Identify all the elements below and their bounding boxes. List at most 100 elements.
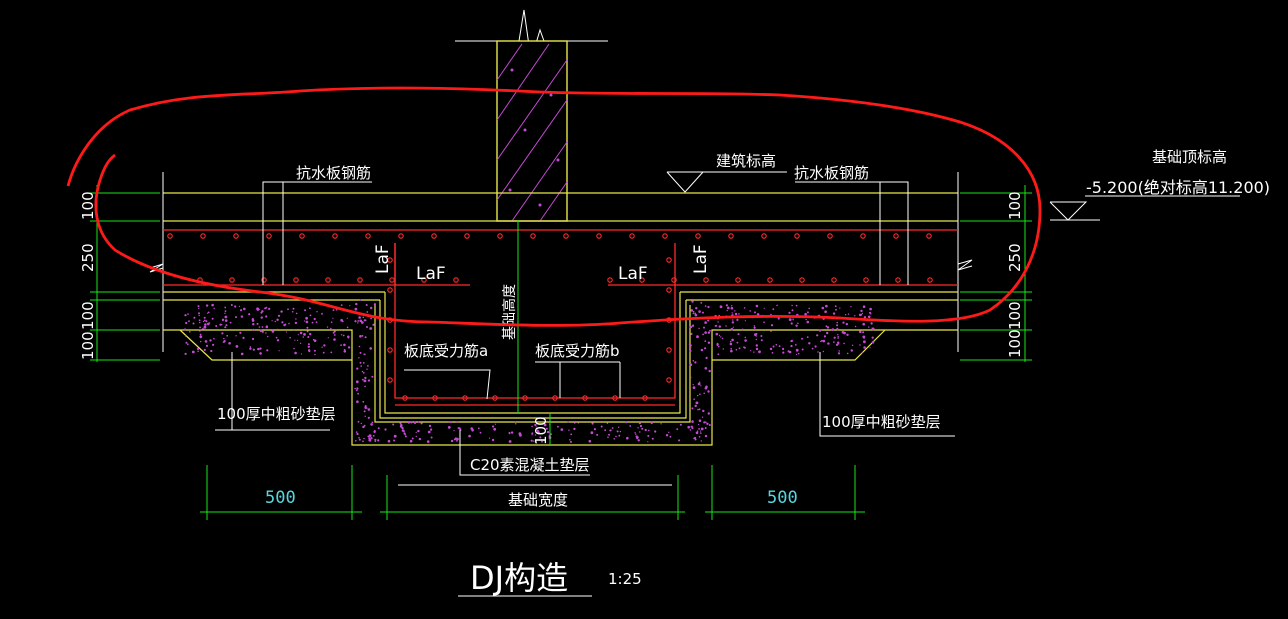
cushion-speckle [720,336,722,338]
cushion-speckle [700,440,702,442]
cushion-speckle [795,304,798,307]
cushion-speckle [731,305,733,307]
cushion-speckle [354,387,356,390]
cushion-speckle [860,313,863,316]
cushion-speckle [825,305,828,308]
cushion-speckle [531,432,534,435]
cushion-speckle [370,306,373,310]
dim-left-100-mid: 100 [79,301,97,330]
cushion-speckle [311,321,314,324]
cushion-speckle [372,434,375,437]
cushion-speckle [756,313,760,316]
cushion-speckle [863,337,865,339]
cushion-speckle [851,344,854,346]
cushion-speckle [313,339,317,343]
cushion-speckle [861,352,863,354]
cushion-speckle [362,316,365,319]
cushion-speckle [714,325,717,327]
cushion-speckle [508,440,512,443]
label-laf-right-horizontal: LaF [618,264,648,284]
cushion-speckle [700,427,704,431]
cushion-speckle [736,318,739,321]
cushion-speckle [355,440,357,442]
cushion-speckle [265,332,267,334]
cushion-speckle [393,439,396,442]
cushion-speckle [709,329,711,332]
cushion-speckle [294,339,296,341]
cushion-speckle [703,421,706,424]
cushion-speckle [359,361,362,364]
cushion-speckle [340,318,343,322]
cushion-speckle [193,316,196,319]
rebar-dot [357,277,363,283]
cushion-speckle [749,310,751,312]
cushion-speckle [871,336,874,339]
cushion-speckle [707,412,710,415]
cushion-speckle [355,431,358,433]
cushion-speckle [335,309,338,311]
cushion-speckle [704,331,707,334]
cushion-speckle [704,367,708,370]
cushion-speckle [418,437,422,441]
cushion-speckle [196,347,200,350]
cushion-speckle [334,330,336,333]
cushion-speckle [717,321,719,323]
cushion-speckle [223,337,225,340]
cushion-speckle [818,329,822,332]
cushion-speckle [827,342,830,345]
cushion-speckle [618,434,621,437]
cushion-speckle [356,432,359,436]
label-slab-bottom-rebar-a: 板底受力筋a [404,342,488,360]
cushion-speckle [326,326,329,328]
cushion-speckle [363,353,365,355]
cushion-speckle [755,332,758,335]
cushion-speckle [293,328,295,331]
cushion-speckle [368,434,372,438]
cushion-speckle [755,347,759,351]
rebar-dot [389,277,395,283]
cushion-speckle [789,351,791,354]
cushion-speckle [611,427,614,429]
cushion-speckle [534,441,537,443]
cushion-speckle [362,425,365,429]
cushion-speckle [242,336,245,339]
cushion-speckle [687,425,690,429]
cushion-speckle [223,340,226,343]
cushion-speckle [639,431,641,433]
rebar-dot [299,233,305,239]
cushion-speckle [698,428,700,430]
cushion-speckle [364,385,366,388]
cushion-speckle [199,330,201,332]
cushion-speckle [259,352,262,355]
cushion-speckle [734,312,738,316]
cushion-speckle [760,335,763,337]
cushion-speckle [252,323,255,326]
cushion-speckle [399,422,402,425]
cushion-speckle [596,433,599,436]
cushion-speckle [847,313,850,315]
cushion-speckle [704,386,708,390]
rebar-dot [666,377,672,383]
cushion-speckle [184,352,187,355]
cushion-speckle [699,393,701,396]
dim-cushion-thickness: 100 [532,416,550,445]
cushion-speckle [457,427,460,429]
cushion-speckle [735,348,738,351]
rebar-dot [831,277,837,283]
cushion-speckle [304,309,307,312]
rebar-dot [927,277,933,283]
cushion-speckle [198,314,200,317]
dim-right-100-top: 100 [1006,191,1024,220]
rebar-dot [332,233,338,239]
cushion-speckle [369,439,371,442]
cushion-speckle [795,353,798,355]
cushion-speckle [323,344,326,347]
cushion-speckle [285,323,287,325]
cushion-speckle [207,311,210,314]
cushion-speckle [493,427,497,431]
rebar-dot [582,395,588,401]
cushion-speckle [725,325,727,327]
cushion-speckle [738,347,741,350]
cushion-speckle [704,434,708,438]
cushion-speckle [835,343,839,346]
